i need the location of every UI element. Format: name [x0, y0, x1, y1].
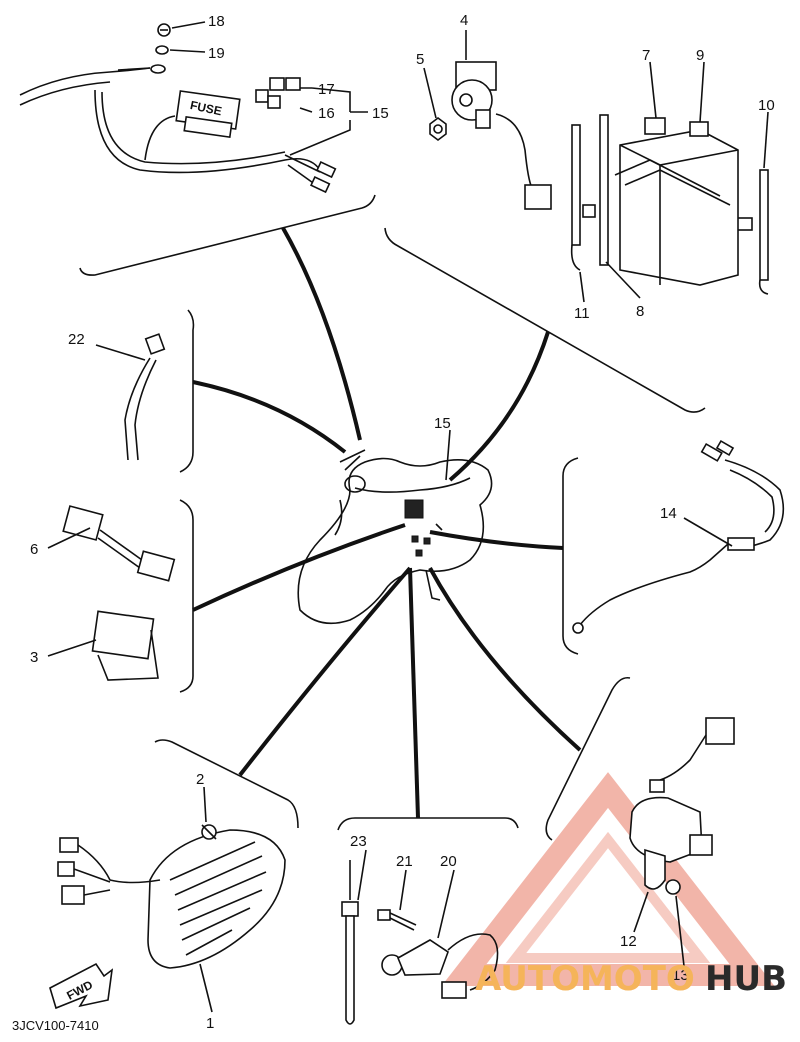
- callout-19: 19: [208, 45, 225, 62]
- watermark-text: AUTOMOTO HUB: [475, 959, 787, 999]
- callout-17: 17: [318, 81, 335, 98]
- callout-12: 12: [620, 933, 637, 950]
- callout-20: 20: [440, 853, 457, 870]
- callout-leaders: [47, 21, 769, 1013]
- starter-relay-battery-assembly: [429, 61, 769, 295]
- callout-7: 7: [642, 47, 650, 64]
- callout-22: 22: [68, 331, 85, 348]
- callout-18: 18: [208, 13, 225, 30]
- callout-21: 21: [396, 853, 413, 870]
- fuse-label: FUSE: [189, 98, 223, 118]
- section-frames: [79, 194, 706, 841]
- callout-3: 3: [30, 649, 38, 666]
- neutral-switch-lead-assembly: [572, 439, 785, 634]
- callout-4: 4: [460, 12, 468, 29]
- left-parts-assembly: [62, 333, 176, 681]
- callout-1: 1: [206, 1015, 214, 1032]
- callout-2: 2: [196, 771, 204, 788]
- connector-lines: [192, 227, 582, 819]
- callout-14: 14: [660, 505, 677, 522]
- watermark-word-1: AUTOMOTO: [475, 959, 695, 999]
- diagram-code: 3JCV100-7410: [12, 1018, 99, 1033]
- callout-13: 13: [672, 967, 689, 984]
- callout-5: 5: [416, 51, 424, 68]
- callout-11: 11: [574, 305, 590, 322]
- watermark-logo: [441, 772, 775, 986]
- callout-9: 9: [696, 47, 704, 64]
- callout-15-top: 15: [372, 105, 389, 122]
- callout-labels: 18 19 17 16 15 4 5 7 9 10 11 8 22 15 14 …: [30, 12, 775, 1032]
- callout-10: 10: [758, 97, 775, 114]
- callout-6: 6: [30, 541, 38, 558]
- fuse-box-assembly: FUSE: [19, 23, 337, 194]
- callout-15-center: 15: [434, 415, 451, 432]
- callout-8: 8: [636, 303, 644, 320]
- neutral-switch-assembly: [341, 860, 499, 1025]
- frame-body-outline: [297, 449, 493, 625]
- rectifier-regulator-assembly: [49, 824, 286, 1010]
- callout-16: 16: [318, 105, 335, 122]
- watermark-word-2: HUB: [705, 959, 787, 999]
- callout-23: 23: [350, 833, 367, 850]
- sensor-assembly: [629, 717, 735, 895]
